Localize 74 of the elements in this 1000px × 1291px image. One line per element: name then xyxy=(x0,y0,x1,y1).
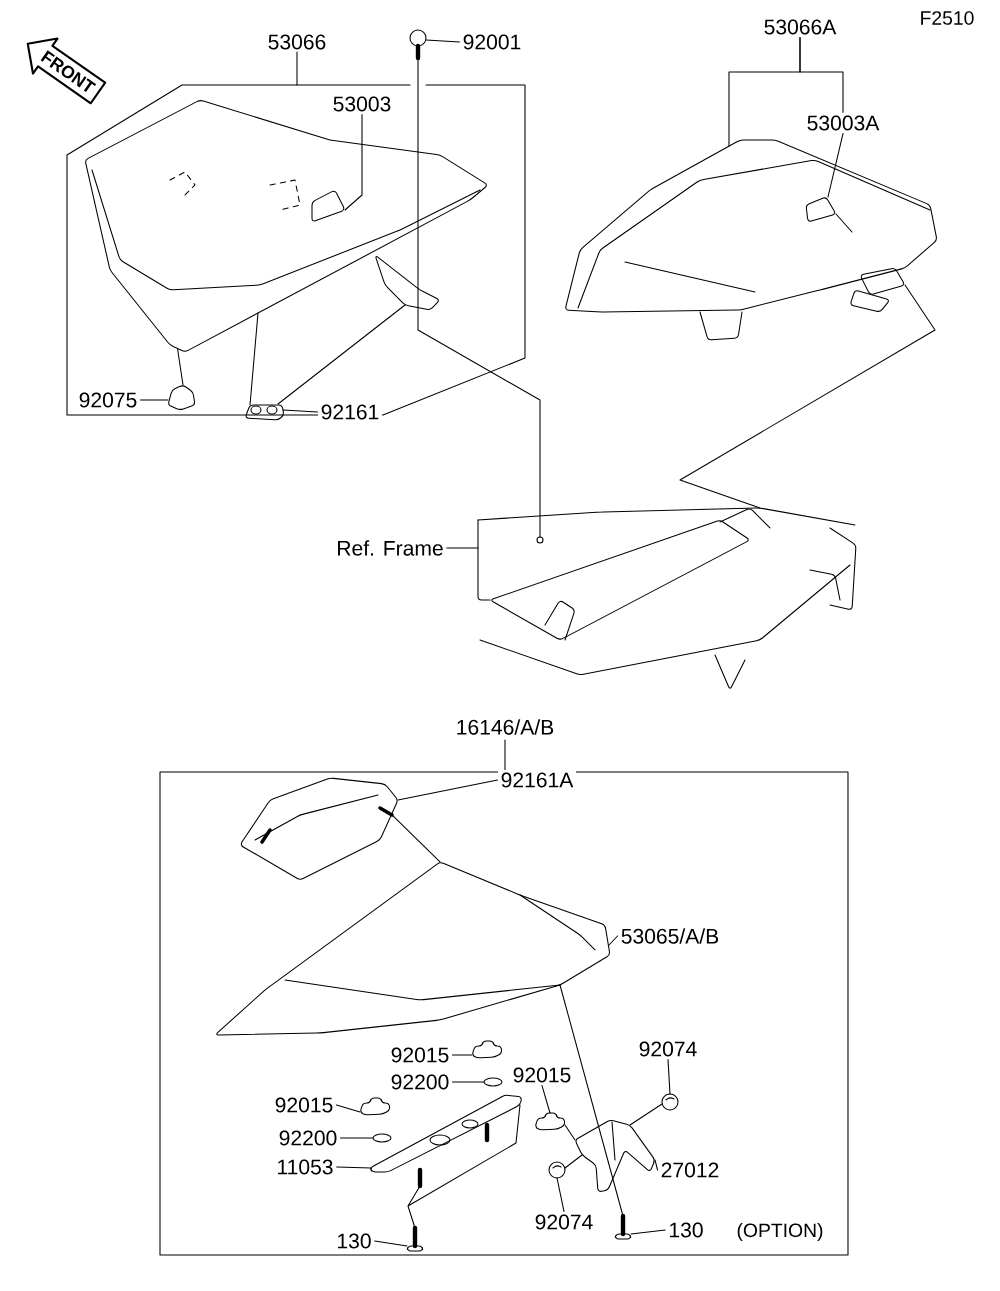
nut-drawing xyxy=(472,1040,503,1059)
knob-drawing xyxy=(240,777,398,880)
washer-drawing xyxy=(372,1133,392,1143)
nut-drawing xyxy=(535,1112,566,1131)
leader-line xyxy=(335,1104,361,1113)
callout-number: 92200 xyxy=(276,1127,340,1149)
leader-line xyxy=(559,984,624,1217)
leader-line xyxy=(667,1059,671,1095)
leader-line xyxy=(799,37,844,113)
frame-drawing xyxy=(477,507,857,689)
callout-number: 27012 xyxy=(658,1159,722,1181)
leader-line xyxy=(282,409,319,413)
leader-line xyxy=(564,1124,576,1141)
leader-line xyxy=(417,57,541,538)
cap-drawing xyxy=(548,1161,566,1179)
callout-number: 92161A xyxy=(498,769,576,791)
callout-number: 92074 xyxy=(636,1038,700,1060)
leader-line xyxy=(629,1103,663,1126)
washer-drawing xyxy=(483,1077,503,1087)
leader-line xyxy=(446,547,479,549)
callout-number: 130 xyxy=(333,1230,375,1252)
callout-number: 92075 xyxy=(76,389,140,411)
bolt-drawing xyxy=(614,1213,632,1240)
leader-line xyxy=(451,1054,473,1056)
leader-line xyxy=(397,779,498,801)
leader-line xyxy=(339,1137,374,1139)
callout-number: 92161 xyxy=(318,401,382,423)
callout-number: 92001 xyxy=(460,31,524,53)
leader-line xyxy=(277,304,406,405)
leader-line xyxy=(451,1081,485,1083)
node-label: 16146/A/B xyxy=(457,719,554,735)
callout-number: 53003 xyxy=(330,93,394,115)
plate-drawing xyxy=(369,1094,522,1189)
bracket-drawing xyxy=(575,1120,655,1192)
sticker-drawing xyxy=(311,190,345,222)
callout-number: 92015 xyxy=(510,1064,574,1086)
callout-number: 130 xyxy=(665,1219,707,1241)
callout-number: 11053 xyxy=(273,1156,337,1178)
leader-line xyxy=(541,1085,551,1114)
callout-number: 92074 xyxy=(532,1211,596,1233)
leader-line xyxy=(564,1154,583,1169)
callout-number: 92200 xyxy=(388,1071,452,1093)
seat-drawing xyxy=(565,139,937,341)
clip-drawing xyxy=(168,385,196,410)
cowl-drawing xyxy=(216,862,610,1036)
leader-line xyxy=(249,312,259,406)
leader-line xyxy=(425,39,461,43)
leader-line xyxy=(336,1166,372,1169)
leader-line xyxy=(344,114,363,211)
leader-line xyxy=(374,1240,408,1247)
leader-line xyxy=(556,1177,565,1212)
leader-line xyxy=(139,399,169,401)
callout-number: 53065/A/B xyxy=(618,925,722,947)
leader-line xyxy=(407,1104,521,1229)
leader-line xyxy=(630,1229,666,1235)
callout-number: 92015 xyxy=(388,1044,452,1066)
callout-number: 53003A xyxy=(804,112,882,134)
drawing-code: F2510 xyxy=(916,8,978,28)
option-note: (OPTION) xyxy=(733,1220,827,1244)
callout-number: 53066A xyxy=(761,16,839,38)
leader-line xyxy=(176,347,184,386)
nut-drawing xyxy=(360,1097,391,1116)
sticker-drawing xyxy=(805,197,853,233)
clip-drawing xyxy=(245,404,284,421)
cap-drawing xyxy=(661,1093,679,1111)
leader-line xyxy=(608,935,619,946)
leader-line xyxy=(391,814,441,863)
bolt-drawing xyxy=(409,29,427,61)
leader-line xyxy=(827,133,844,198)
leader-line xyxy=(654,1159,659,1171)
leader-line xyxy=(679,284,936,509)
callout-number: 92015 xyxy=(272,1094,336,1116)
reference-label: Ref. Frame xyxy=(333,537,447,559)
bolt-drawing xyxy=(406,1225,424,1252)
